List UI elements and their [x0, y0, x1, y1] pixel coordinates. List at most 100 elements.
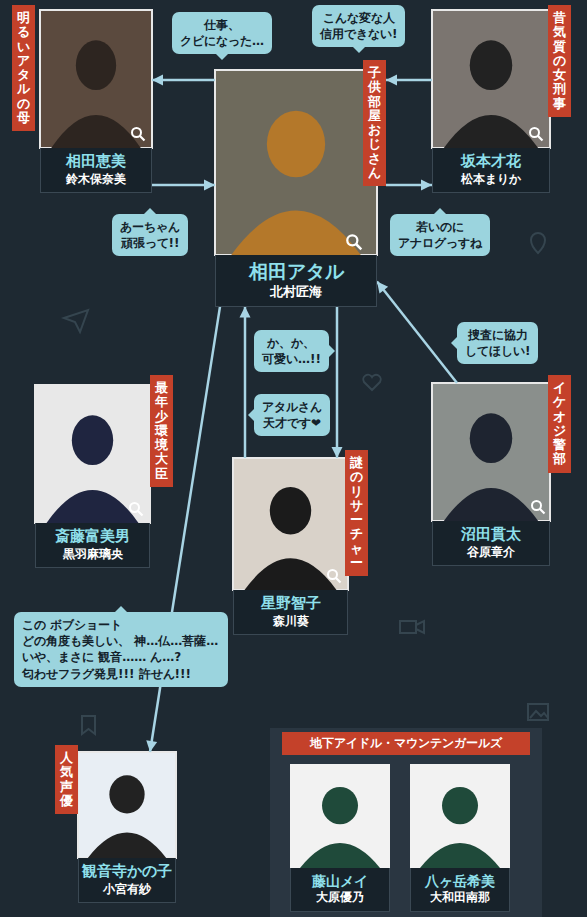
name-plate: 星野智子森川葵: [233, 590, 348, 635]
zoom-icon: [130, 503, 143, 516]
photo-frame: [35, 385, 150, 523]
role-tag: 子供部屋おじさん: [363, 60, 386, 186]
arrow-head: [240, 307, 251, 318]
role-text: 昔気質の女刑事: [553, 11, 566, 111]
relation-arrow: [332, 307, 343, 458]
role-text: 人気声優: [60, 751, 73, 808]
zoom-icon: [328, 570, 341, 583]
photo-frame: [410, 764, 510, 868]
relation-arrow: [377, 282, 457, 383]
character-name: 相田アタル: [218, 259, 374, 284]
plane-icon: [64, 310, 88, 332]
zoom-icon: [530, 128, 543, 141]
name-plate: 八ヶ岳希美大和田南那: [410, 868, 510, 912]
character-name: 観音寺かの子: [81, 862, 173, 882]
actor-name: 谷原章介: [435, 545, 547, 561]
character-name: 藤山メイ: [293, 872, 387, 890]
role-tag: 人気声優: [55, 745, 78, 814]
photo-figure: [245, 487, 337, 590]
photo-figure: [444, 413, 538, 521]
photo-figure: [88, 775, 166, 858]
zoom-icon: [347, 235, 361, 249]
name-plate: 坂本才花松本まりか: [432, 148, 550, 193]
photo-frame: [233, 458, 348, 590]
character-card: 昔気質の女刑事坂本才花松本まりか: [432, 10, 550, 193]
photo: [40, 10, 152, 148]
speech-bubble: こんな変な人 信用できない!: [312, 5, 405, 47]
portrait-photos: [35, 10, 550, 868]
character-card: 人気声優観音寺かの子小宮有紗: [78, 752, 176, 903]
actor-name: 北村匠海: [218, 284, 374, 301]
speech-bubble: か、か、 可愛い…!!: [254, 330, 329, 372]
zoom-icon: [532, 501, 545, 514]
camera-icon: [400, 621, 424, 633]
photo: [290, 764, 390, 868]
name-plate: 観音寺かの子小宮有紗: [78, 858, 176, 903]
role-text: 最年少環境大臣: [155, 381, 168, 481]
speech-bubble: あーちゃん 頑張って!!: [112, 214, 188, 256]
role-tag: イケオジ警部: [548, 375, 571, 473]
photo: [215, 70, 377, 255]
role-text: 子供部屋おじさん: [368, 66, 381, 180]
character-card: 八ヶ岳希美大和田南那: [410, 764, 510, 912]
character-card: 明るいアタルの母相田恵美鈴木保奈美: [40, 10, 152, 193]
name-plate: 藤山メイ大原優乃: [290, 868, 390, 912]
arrow-line: [377, 282, 457, 383]
role-tag: 最年少環境大臣: [150, 375, 173, 487]
photo: [78, 752, 176, 858]
photo-figure: [444, 40, 538, 148]
photo: [35, 385, 150, 523]
arrow-head: [377, 282, 388, 294]
group-band: 地下アイドル・マウンテンガールズ藤山メイ大原優乃八ヶ岳希美大和田南那: [270, 728, 542, 917]
relation-arrow: [240, 307, 251, 458]
arrow-line: [244, 307, 247, 458]
role-text: イケオジ警部: [553, 381, 566, 467]
heart-icon: [363, 375, 380, 390]
photo-frame: [215, 70, 377, 255]
relation-arrow: [386, 180, 432, 191]
actor-name: 鈴木保奈美: [43, 172, 149, 188]
group-band-ground: [270, 728, 542, 917]
name-plate: 相田恵美鈴木保奈美: [40, 148, 152, 193]
actor-name: 小宮有紗: [81, 882, 173, 898]
bookmark-icon: [82, 716, 95, 734]
photo-figure: [231, 111, 361, 255]
speech-bubble: 若いのに アナログっすね: [390, 214, 490, 256]
character-card: イケオジ警部沼田貫太谷原章介: [432, 383, 550, 566]
photo-frame: [40, 10, 152, 148]
character-name: 相田恵美: [43, 152, 149, 172]
name-plate: 沼田貫太谷原章介: [432, 521, 550, 566]
photo-frame: [432, 383, 550, 521]
character-name: 星野智子: [236, 594, 345, 614]
arrow-head: [421, 180, 432, 191]
pin-icon: [531, 233, 545, 253]
name-plate: 相田アタル北村匠海: [215, 255, 377, 307]
actor-name: 大原優乃: [293, 890, 387, 906]
actor-name: 森川葵: [236, 614, 345, 630]
relation-arrow: [386, 75, 432, 86]
speech-bubble: 仕事、 クビになった…: [172, 12, 272, 54]
zoom-icon: [132, 128, 145, 141]
photo-figure: [420, 787, 500, 868]
photo-figure: [47, 415, 139, 523]
arrow-head: [332, 447, 343, 458]
actor-name: 黒羽麻璃央: [38, 547, 147, 563]
role-text: 明るいアタルの母: [17, 11, 30, 125]
speech-bubble: アタルさん 天才です❤: [254, 394, 330, 436]
arrow-head: [204, 180, 215, 191]
arrow-line: [336, 307, 339, 458]
relation-arrow: [152, 180, 215, 191]
character-name: 坂本才花: [435, 152, 547, 172]
photo-figure: [300, 787, 380, 868]
photo-frame: [432, 10, 550, 148]
photo: [432, 10, 550, 148]
arrow-head: [386, 75, 397, 86]
relation-arrow: [152, 75, 215, 86]
arrow-head: [152, 75, 163, 86]
character-name: 沼田貫太: [435, 525, 547, 545]
actor-name: 大和田南那: [413, 890, 507, 906]
photo-figure: [51, 40, 141, 148]
group-heading: 地下アイドル・マウンテンガールズ: [282, 732, 530, 755]
photo-frame: [290, 764, 390, 868]
